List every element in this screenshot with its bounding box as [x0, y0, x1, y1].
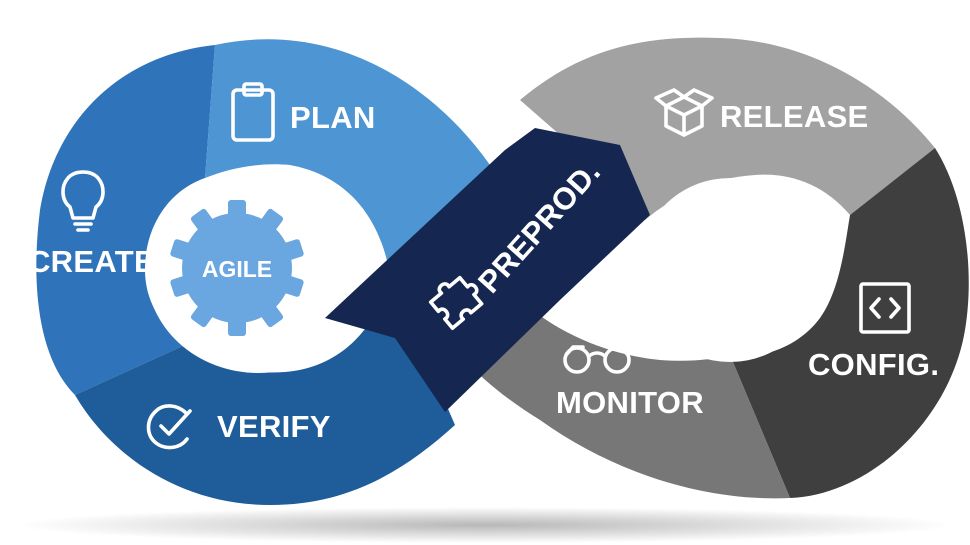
segment-config: [730, 148, 969, 498]
create-label: CREATE: [28, 244, 155, 279]
open-box-icon: [654, 88, 714, 137]
release-label: RELEASE: [720, 99, 869, 134]
segment-plan: [205, 39, 490, 275]
code-brackets-icon: [859, 282, 911, 334]
binoculars-icon: [563, 345, 631, 374]
right-loop-hole: [638, 178, 822, 362]
plan-label: PLAN: [290, 100, 376, 135]
verify-label: VERIFY: [217, 409, 331, 444]
agile-label: AGILE: [202, 256, 272, 282]
lightbulb-icon: [61, 170, 105, 232]
segment-monitor: [455, 300, 790, 499]
agile-gear: AGILE: [170, 200, 304, 336]
puzzle-piece-icon: [428, 275, 484, 330]
diagram-shadow: [15, 507, 955, 543]
monitor-label: MONITOR: [556, 385, 704, 420]
config-label: CONFIG.: [808, 347, 939, 382]
check-circle-icon: [146, 404, 192, 450]
segment-create: [36, 45, 215, 395]
clipboard-icon: [231, 82, 275, 142]
segment-preprod: [325, 128, 650, 412]
